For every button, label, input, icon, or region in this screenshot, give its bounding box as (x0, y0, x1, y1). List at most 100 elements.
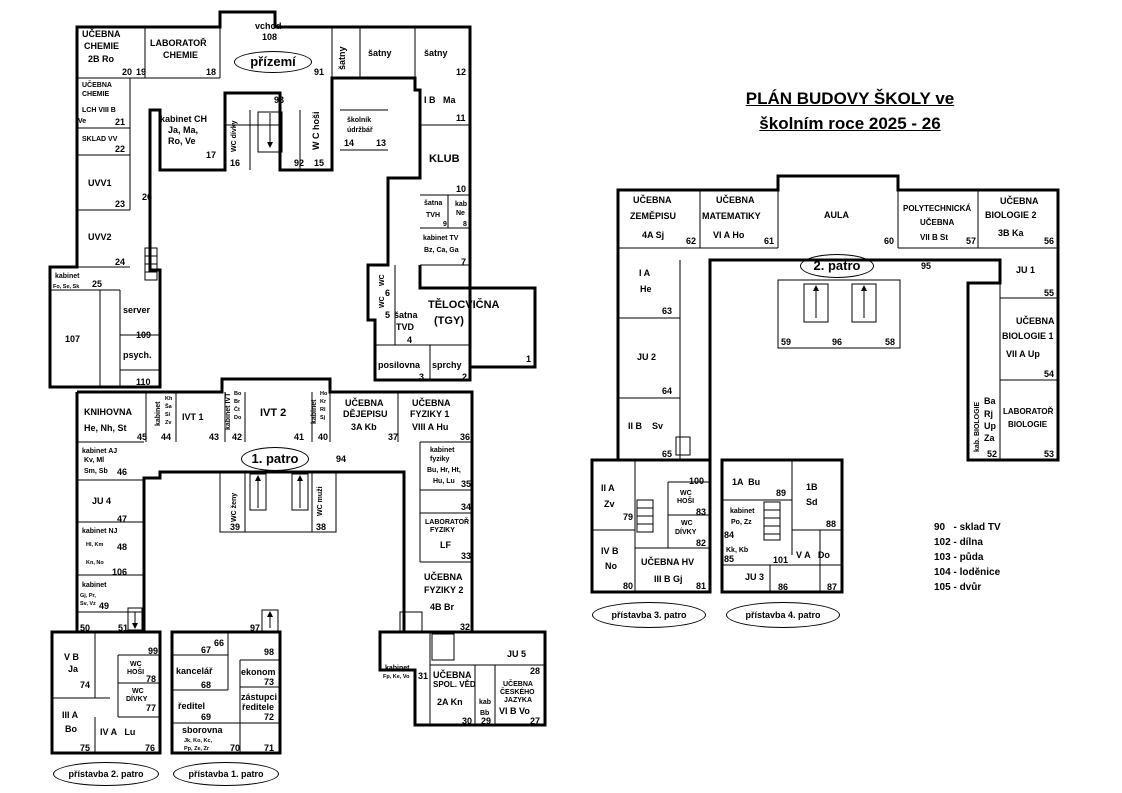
room-number: 16 (230, 158, 240, 168)
room-number: 8 (463, 221, 467, 228)
legend-item: 104 - loděnice (934, 567, 1001, 578)
legend-item: 103 - půda (934, 552, 984, 563)
teacher-code: Rl (320, 407, 326, 413)
legend-item: 90 - sklad TV (934, 522, 1001, 533)
teacher-code: Do (234, 415, 242, 421)
room-number: 12 (456, 67, 466, 77)
legend-item: 105 - dvůr (934, 582, 982, 593)
room-number: 85 (724, 554, 734, 564)
room-number: 24 (115, 257, 125, 267)
room-kabinet-ivt: kabinet IVT (225, 392, 232, 430)
room-number: 83 (696, 507, 706, 517)
teacher-code: Ša (165, 402, 173, 410)
room-number: 110 (136, 377, 151, 387)
room-number: 89 (776, 488, 786, 498)
room-number: 66 (214, 638, 224, 648)
room-wc-zeny: WC ženy (231, 493, 238, 522)
room-number: 10 (456, 184, 466, 194)
room-number: 18 (206, 67, 216, 77)
plan-title: PLÁN BUDOVY ŠKOLY ve školním roce 2025 -… (690, 86, 1010, 136)
room-number: 109 (136, 330, 151, 340)
room-number: 84 (724, 530, 734, 540)
room-number: 93 (274, 95, 284, 105)
teacher-code: Zv (165, 420, 172, 426)
room-number: 78 (146, 674, 156, 684)
room-number: 9 (443, 221, 447, 228)
room-reditel: ředitel (178, 701, 205, 711)
room-number: 39 (230, 522, 240, 532)
room-wc-muzi: WC muži (317, 486, 324, 516)
annex-1: 97 67 66 98 kancelář 68 ekonom 73 ředite… (170, 609, 282, 755)
room-ju4: JU 4 (92, 496, 111, 506)
room-number: 19 (136, 67, 146, 77)
room-number: 76 (145, 743, 155, 753)
room-number: 36 (460, 432, 470, 442)
room-number: 95 (921, 261, 931, 271)
room-number: 99 (148, 646, 158, 656)
room-ju1: JU 1 (1016, 265, 1035, 275)
room-number: 20 (122, 67, 132, 77)
room-number: 97 (250, 623, 260, 633)
room-wc-hosi: W C hoši (311, 112, 321, 151)
room-number: 74 (80, 680, 90, 690)
room-number: 15 (314, 158, 324, 168)
room-number: 101 (773, 555, 788, 565)
room-number: 64 (662, 386, 672, 396)
room-satny: šatny (424, 48, 448, 58)
room-va: V A Do (796, 550, 830, 560)
room-number: 29 (481, 716, 491, 726)
room-sklad-vv: SKLAD VV (82, 136, 118, 143)
room-number: 53 (1044, 449, 1054, 459)
room-number: 49 (99, 601, 109, 611)
legend-item: 102 - dílna (934, 537, 983, 548)
legend: 90 - sklad TV 102 - dílna 103 - půda 104… (934, 520, 1001, 595)
room-number: 43 (209, 432, 219, 442)
room-number: 25 (92, 279, 102, 289)
room-number: 48 (117, 542, 127, 552)
room-number: 13 (376, 138, 386, 148)
room-number: 100 (689, 476, 704, 486)
room-number: 51 (118, 623, 128, 633)
plan-title-line2: školním roce 2025 - 26 (759, 114, 941, 133)
room-number: 57 (966, 236, 976, 246)
room-number: 1 (526, 354, 531, 364)
room-satny: šatny (337, 46, 347, 70)
room-telocvicna: TĚLOCVIČNA(TGY) (428, 298, 500, 327)
teacher-code: Si (165, 412, 171, 418)
room-number: 33 (461, 551, 471, 561)
room-number: 41 (294, 432, 304, 442)
room-number: 4 (407, 335, 412, 345)
room-number: 6 (385, 288, 390, 298)
room-number: 35 (461, 479, 471, 489)
room-number: 70 (230, 743, 240, 753)
room-number: 82 (696, 538, 706, 548)
room-number: 27 (530, 716, 540, 726)
room-satny: šatny (368, 48, 392, 58)
room-number: 42 (232, 432, 242, 442)
room-number: 92 (294, 158, 304, 168)
room-number: 50 (80, 623, 90, 633)
floor-label-annex3: přístavba 3. patro (592, 602, 706, 628)
room-aula: AULA (824, 210, 849, 220)
room-number: 46 (117, 467, 127, 477)
room-number: 3 (419, 372, 424, 382)
